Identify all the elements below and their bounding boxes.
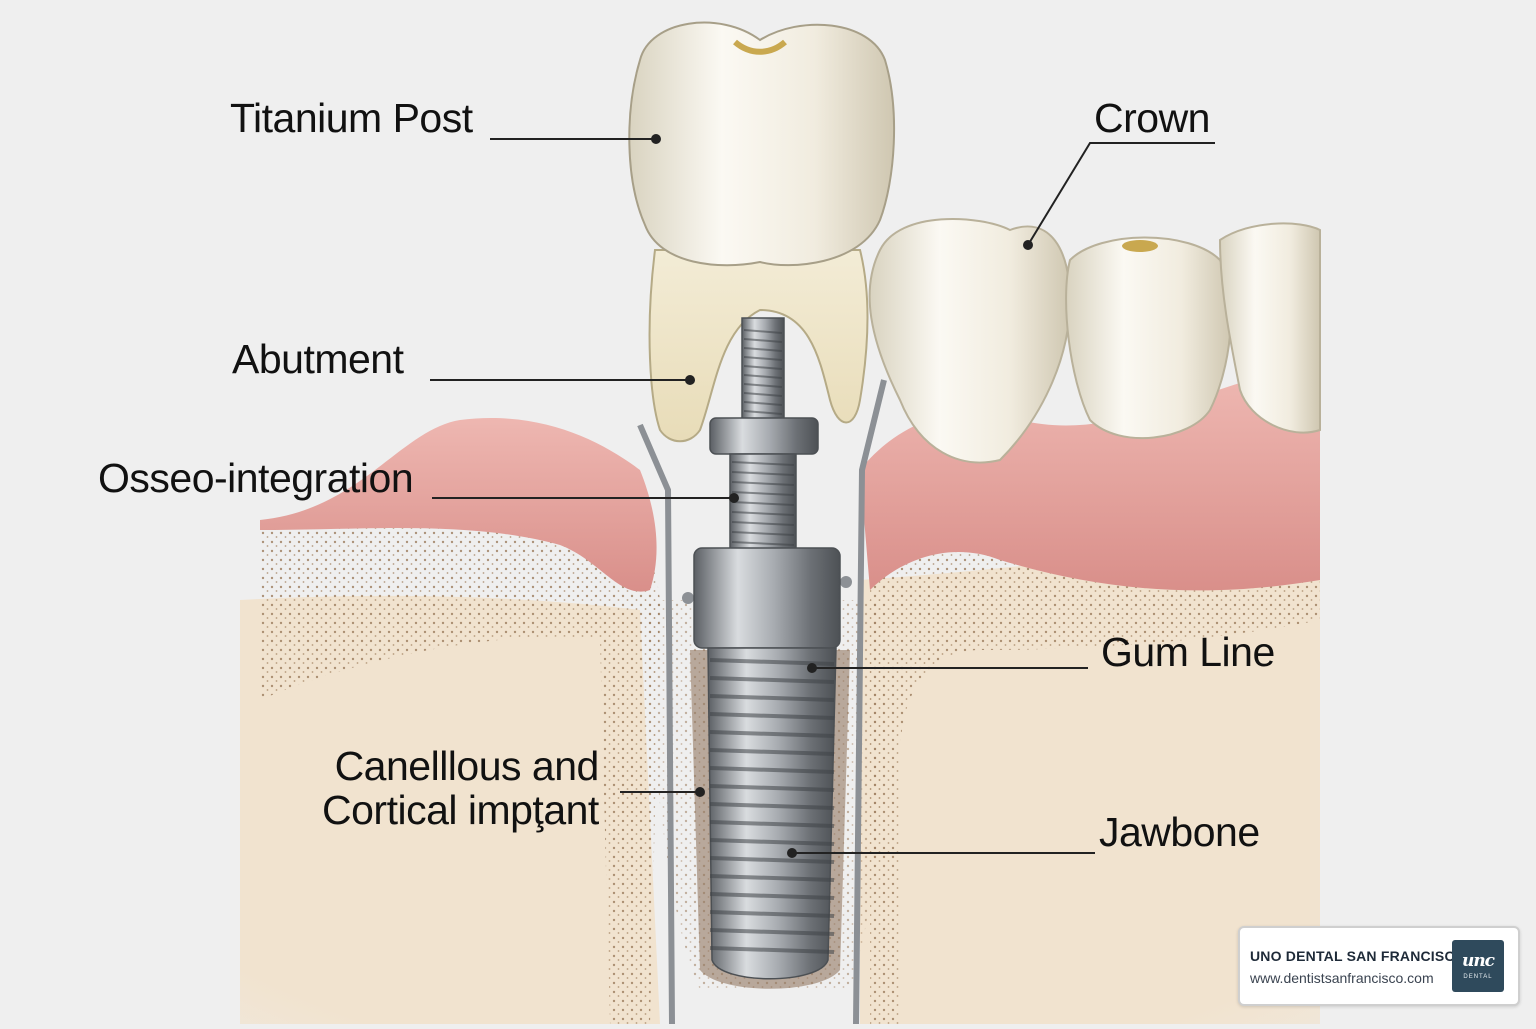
leader-crown: [1027, 142, 1215, 246]
label-cancellous-cortical: Canelllous and Cortical impţant: [322, 744, 599, 832]
leader-lines: [430, 134, 1215, 858]
label-cancellous-line2: Cortical impţant: [322, 787, 599, 833]
label-jawbone: Jawbone: [1099, 809, 1260, 855]
brand-card: UNO DENTAL SAN FRANCISCO www.dentistsanf…: [1238, 926, 1520, 1006]
label-osseointegration: Osseo-integration: [98, 455, 414, 501]
brand-logo-word: DENTAL: [1463, 974, 1493, 980]
label-abutment: Abutment: [232, 336, 404, 382]
label-gum-line: Gum Line: [1101, 629, 1275, 675]
brand-url: www.dentistsanfrancisco.com: [1250, 970, 1434, 986]
brand-logo: unc DENTAL: [1452, 940, 1504, 992]
label-cancellous-line1: Canelllous and: [334, 743, 600, 789]
brand-name: UNO DENTAL SAN FRANCISCO: [1250, 948, 1466, 964]
brand-logo-script: unc: [1461, 951, 1495, 971]
label-titanium-post: Titanium Post: [230, 95, 473, 141]
label-crown: Crown: [1094, 95, 1210, 141]
